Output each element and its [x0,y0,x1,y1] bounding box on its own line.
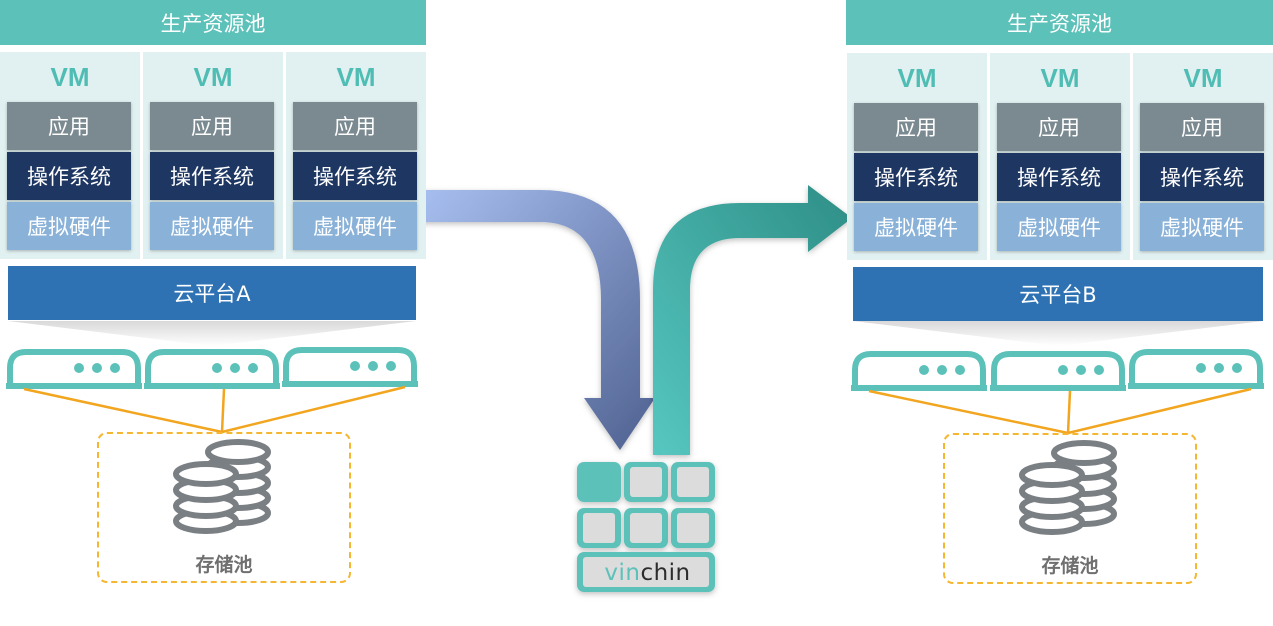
app-layer: 应用 [293,102,417,150]
server-icon [990,351,1126,391]
os-layer: 操作系统 [1140,153,1264,201]
vm-column-right-1: VM 应用 操作系统 虚拟硬件 [847,53,987,260]
os-layer: 操作系统 [854,153,978,201]
logo-text-vin: vin [604,560,641,586]
pool-title-right: 生产资源池 [846,0,1273,45]
virtual-hardware-layer: 虚拟硬件 [7,202,131,250]
app-layer: 应用 [854,103,978,151]
vm-column-left-1: VM 应用 操作系统 虚拟硬件 [0,52,140,259]
storage-pool-left: 存储池 [97,432,351,583]
backup-arrow [420,190,655,450]
server-icon [144,349,280,389]
platform-shadow-right [853,321,1263,346]
os-layer: 操作系统 [150,152,274,200]
app-layer: 应用 [150,102,274,150]
vm-column-left-3: VM 应用 操作系统 虚拟硬件 [286,52,426,259]
vm-label: VM [336,62,376,92]
app-layer: 应用 [1140,103,1264,151]
server-icon [1128,349,1264,389]
server-icon [282,347,418,387]
vm-column-right-3: VM 应用 操作系统 虚拟硬件 [1133,53,1273,260]
os-layer: 操作系统 [293,152,417,200]
app-layer: 应用 [997,103,1121,151]
storage-pool-label: 存储池 [1041,555,1099,577]
cloud-platform-a: 云平台A [8,266,416,320]
database-icon [1019,440,1117,535]
server-icon [6,349,142,389]
vinchin-logo [577,462,715,592]
storage-pool-right: 存储池 [943,433,1197,584]
app-layer: 应用 [7,102,131,150]
os-layer: 操作系统 [7,152,131,200]
os-layer: 操作系统 [997,153,1121,201]
storage-pool-label: 存储池 [195,554,253,576]
storage-connections-right [868,387,1252,435]
server-icon [851,351,987,391]
vm-label: VM [50,62,90,92]
vm-label: VM [193,62,233,92]
virtual-hardware-layer: 虚拟硬件 [854,203,978,251]
database-icon [173,439,271,534]
vm-label: VM [1183,63,1223,93]
vm-label: VM [1040,63,1080,93]
platform-shadow-left [8,321,416,346]
restore-arrow [653,185,852,455]
vm-label: VM [897,63,937,93]
vm-column-right-2: VM 应用 操作系统 虚拟硬件 [990,53,1130,260]
storage-connections-left [23,385,406,434]
vm-column-left-2: VM 应用 操作系统 虚拟硬件 [143,52,283,259]
cloud-platform-b: 云平台B [853,267,1263,321]
logo-text-chin: chin [640,560,691,586]
pool-title-left: 生产资源池 [0,0,426,45]
virtual-hardware-layer: 虚拟硬件 [1140,203,1264,251]
virtual-hardware-layer: 虚拟硬件 [997,203,1121,251]
virtual-hardware-layer: 虚拟硬件 [150,202,274,250]
virtual-hardware-layer: 虚拟硬件 [293,202,417,250]
